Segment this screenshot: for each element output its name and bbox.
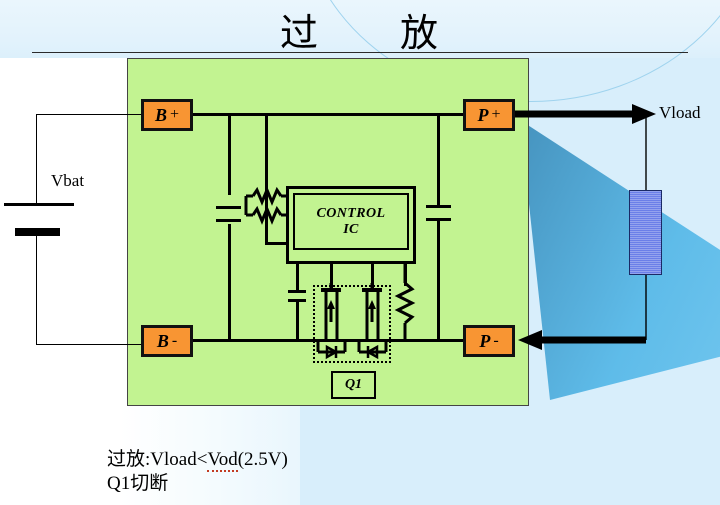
terminal-b-plus-sign: + <box>169 106 180 123</box>
q1-label-text: Q1 <box>344 377 363 392</box>
caption-line2: Q1切断 <box>107 473 169 495</box>
arrow-right-icon <box>515 104 656 124</box>
title-divider <box>32 52 688 53</box>
load-voltage-label: Vload <box>659 103 701 122</box>
control-ic-line1: CONTROL <box>316 205 386 221</box>
caption-line1-misspelled: Vod <box>207 449 238 472</box>
diode-icon <box>365 344 379 360</box>
capacitor-plate-1a <box>216 206 241 209</box>
branch-wire-cap3-bottom <box>437 218 440 342</box>
battery-voltage-label: Vbat <box>51 171 85 190</box>
capacitor-plate-1b <box>216 219 241 222</box>
terminal-p-plus-sign: + <box>491 106 501 123</box>
mosfet-icon <box>316 283 347 360</box>
caption-line1-prefix: 过放:Vload< <box>107 449 208 470</box>
battery-plate-positive <box>4 203 74 206</box>
zigzag-resistor-icon <box>394 281 416 325</box>
ic-pin-wire-3 <box>371 264 374 290</box>
capacitor-plate-2a <box>288 290 306 293</box>
zigzag-resistor-icon <box>251 186 283 206</box>
arrow-left-icon <box>518 330 646 350</box>
mosfet-icon <box>357 283 388 360</box>
ic-input-wire-lower <box>265 242 289 245</box>
branch-wire-cap1-bottom <box>228 224 231 342</box>
caption-line1-suffix: (2.5V) <box>237 449 288 470</box>
ic-pin-wire-1 <box>296 264 299 290</box>
top-rail-wire <box>192 113 464 116</box>
terminal-p-plus-letter: P <box>477 104 489 125</box>
terminal-p-minus[interactable]: P- <box>463 325 515 357</box>
control-ic-line2: IC <box>343 221 359 237</box>
capacitor-plate-3a <box>426 205 451 208</box>
diode-icon <box>325 344 339 360</box>
terminal-p-minus-sign: - <box>493 332 499 349</box>
q1-label-box: Q1 <box>331 371 376 399</box>
battery-plate-negative <box>15 228 60 236</box>
q1-dotted-enclosure <box>313 285 391 363</box>
battery-left-wire-lower <box>36 232 37 344</box>
terminal-b-minus-letter: B <box>156 330 169 351</box>
terminal-b-plus-letter: B <box>154 104 167 125</box>
terminal-p-minus-letter: P <box>479 330 491 351</box>
page-title: 过 放 <box>279 11 440 55</box>
battery-top-wire <box>36 114 148 115</box>
terminal-b-plus[interactable]: B+ <box>141 99 193 131</box>
terminal-b-minus-sign: - <box>171 332 178 349</box>
caption-block: 过放:Vload<Vod(2.5V) Q1切断 <box>107 448 288 497</box>
branch-wire-cap3-top <box>437 113 440 205</box>
capacitor-2-bottom-wire <box>296 299 299 340</box>
terminal-p-plus[interactable]: P+ <box>463 99 515 131</box>
control-ic[interactable]: CONTROL IC <box>293 193 409 250</box>
battery-bottom-wire <box>36 344 148 345</box>
ic-pin-wire-2 <box>330 264 333 290</box>
terminal-b-minus[interactable]: B- <box>141 325 193 357</box>
branch-wire-cap1-top <box>228 113 231 195</box>
zigzag-resistor-icon <box>251 205 283 225</box>
load-resistor-box[interactable] <box>629 190 662 275</box>
branch-wire-resistor-feed <box>265 113 268 200</box>
battery-left-wire-upper <box>36 114 37 204</box>
branch-wire-resistor-mid <box>265 200 268 244</box>
bottom-rail-wire <box>192 339 464 342</box>
